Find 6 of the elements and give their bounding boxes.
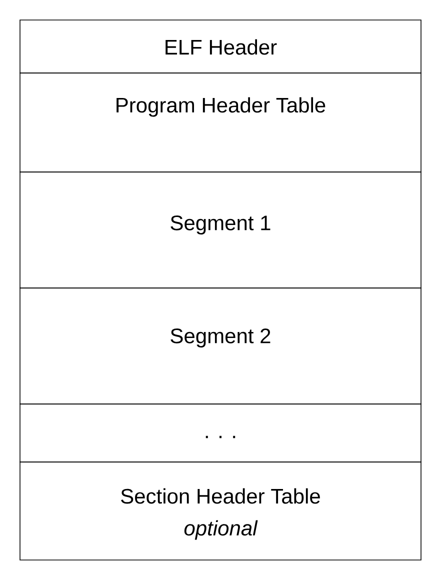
table-row: ELF Header: [20, 20, 422, 74]
table-row: Segment 1: [20, 172, 422, 288]
table-row: . . .: [20, 404, 422, 462]
table-row: Segment 2: [20, 288, 422, 404]
table-row: Program Header Table: [20, 72, 422, 172]
table-row: Section Header Table optional: [20, 462, 422, 560]
